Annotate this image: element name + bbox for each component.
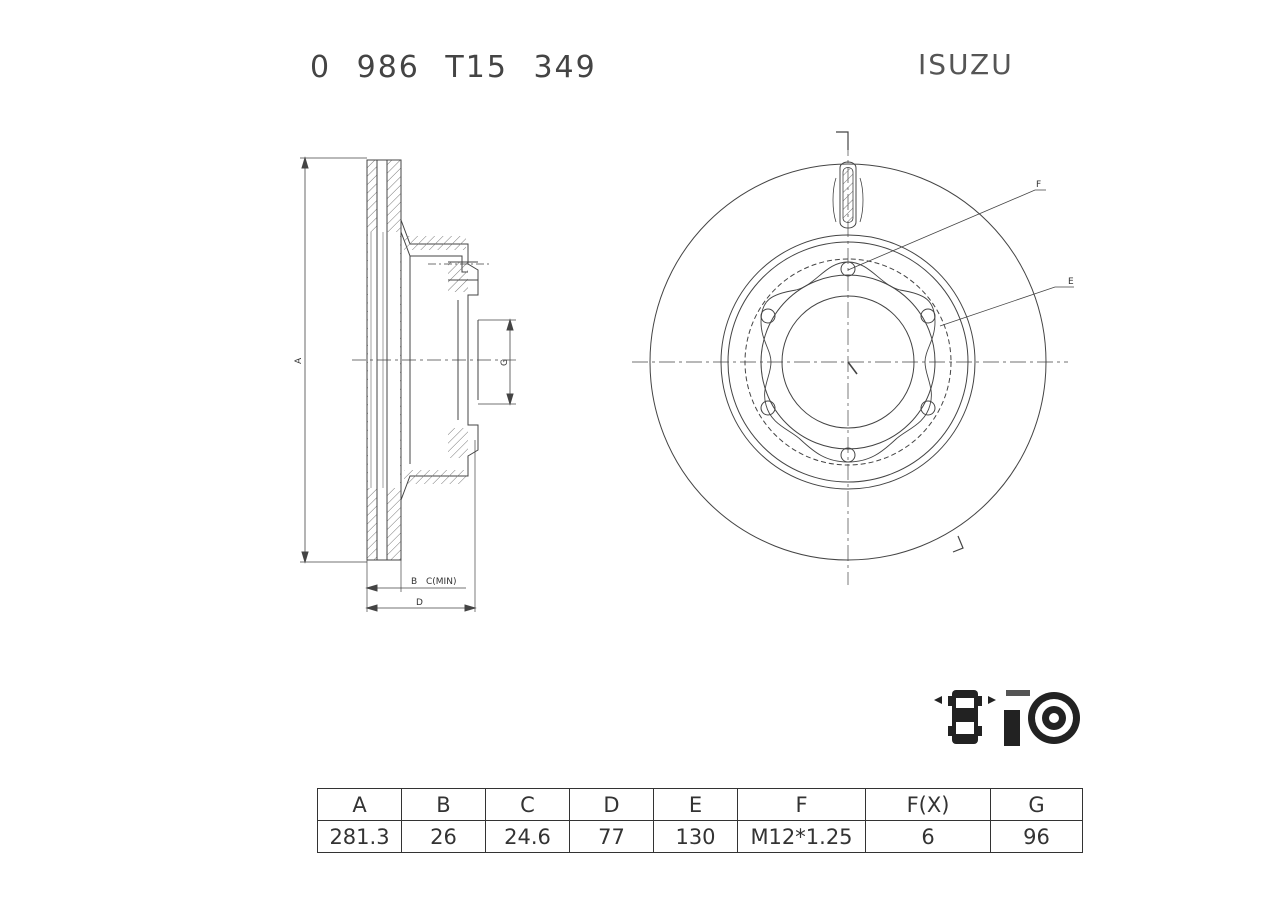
specs-header-cell: B — [401, 788, 486, 821]
specs-header-cell: F(X) — [865, 788, 991, 821]
specs-header-cell: F — [737, 788, 866, 821]
dim-label-d: D — [416, 598, 423, 608]
dim-label-g: G — [500, 359, 510, 366]
specs-header-cell: A — [317, 788, 402, 821]
specs-value-cell: 77 — [569, 820, 654, 853]
brake-disc-icon — [1004, 690, 1080, 746]
brand-name: ISUZU — [918, 48, 1014, 81]
specs-value-cell: 281.3 — [317, 820, 402, 853]
specs-header-cell: D — [569, 788, 654, 821]
dim-label-a: A — [294, 357, 304, 364]
dim-label-e: E — [1068, 277, 1074, 287]
dim-label-f: F — [1036, 180, 1041, 190]
part-number: 0 986 T15 349 — [310, 50, 597, 85]
product-icons — [934, 690, 1080, 746]
specs-value-cell: M12*1.25 — [737, 820, 866, 853]
specs-table: A B C D E F F(X) G 281.3 26 24.6 77 130 … — [317, 788, 1083, 853]
specs-header-row: A B C D E F F(X) G — [317, 788, 1083, 821]
specs-value-cell: 130 — [653, 820, 738, 853]
specs-value-cell: 6 — [865, 820, 991, 853]
dim-label-b: B — [411, 577, 417, 587]
front-view — [632, 131, 1074, 585]
specs-value-cell: 24.6 — [485, 820, 570, 853]
side-view — [300, 156, 520, 612]
specs-value-row: 281.3 26 24.6 77 130 M12*1.25 6 96 — [317, 820, 1083, 853]
specs-value-cell: 96 — [990, 820, 1083, 853]
vehicle-axle-icon — [934, 690, 996, 744]
dim-label-c: C(MIN) — [426, 577, 456, 587]
specs-header-cell: G — [990, 788, 1083, 821]
specs-header-cell: C — [485, 788, 570, 821]
specs-header-cell: E — [653, 788, 738, 821]
specs-value-cell: 26 — [401, 820, 486, 853]
